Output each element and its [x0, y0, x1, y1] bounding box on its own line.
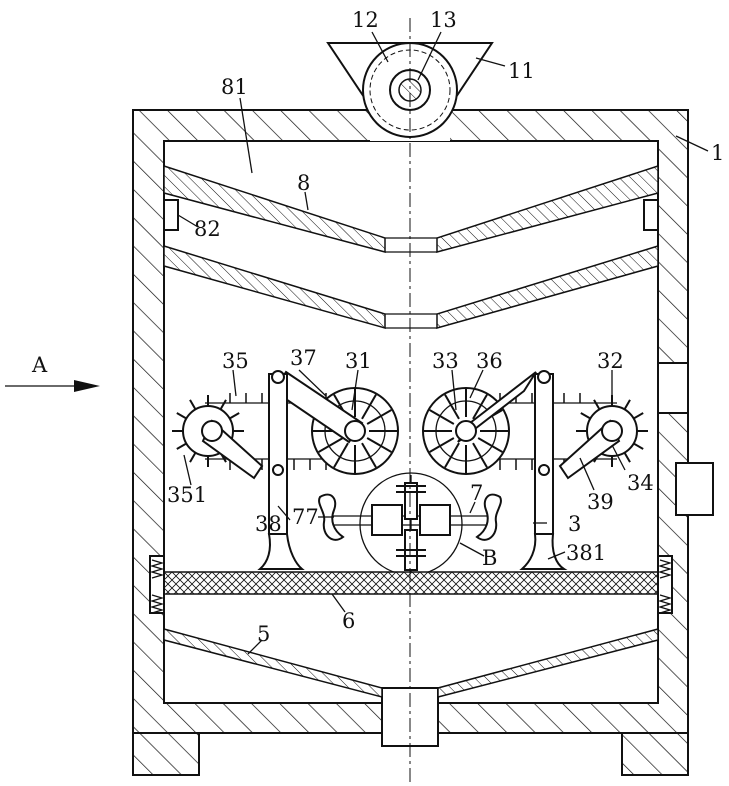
roller-tooth [634, 444, 644, 450]
roller-tooth [190, 400, 196, 410]
roller-tooth [177, 413, 187, 419]
collection-plate-5 [164, 629, 382, 697]
vertical-rod-3 [535, 374, 553, 534]
label-32: 32 [597, 349, 624, 373]
label-7: 7 [470, 481, 483, 505]
label-12: 12 [352, 8, 379, 32]
label-77: 77 [292, 505, 319, 529]
side-slot-right [644, 200, 658, 230]
label-8: 8 [297, 171, 310, 195]
label-39: 39 [587, 490, 614, 514]
label-34: 34 [627, 471, 654, 495]
label-81: 81 [221, 75, 248, 99]
label-3: 3 [568, 512, 581, 536]
roller-tooth [177, 444, 187, 450]
guide-plate-lower-left [164, 246, 385, 328]
label-5: 5 [257, 622, 270, 646]
label-38: 38 [255, 512, 282, 536]
label-1: 1 [711, 141, 724, 165]
roller-tooth [594, 400, 600, 410]
screen-mesh-6 [164, 572, 658, 594]
label-33: 33 [432, 349, 459, 373]
label-82: 82 [194, 217, 221, 241]
mechanism-box-right [420, 505, 450, 535]
label-35: 35 [222, 349, 249, 373]
label-B: B [482, 546, 497, 570]
side-port-upper [658, 363, 688, 413]
label-11: 11 [508, 59, 535, 83]
right-foot [622, 733, 688, 775]
roller-tooth [625, 400, 631, 410]
label-381: 381 [566, 541, 606, 565]
mechanism-box-left [372, 505, 402, 535]
label-A: A [31, 353, 48, 377]
roller-tooth [190, 453, 196, 463]
vertical-rod-38 [269, 374, 287, 534]
side-port-lower [676, 463, 713, 515]
scraper-foot-left [260, 534, 302, 569]
side-slot-82 [164, 200, 178, 230]
roller-tooth [230, 413, 240, 419]
roller-tooth [625, 453, 631, 463]
roller-tooth [221, 400, 227, 410]
roller-tooth [581, 413, 591, 419]
label-351: 351 [167, 483, 207, 507]
label-31: 31 [345, 349, 372, 373]
scraper-foot-381 [522, 534, 564, 569]
label-36: 36 [476, 349, 503, 373]
roller-tooth [634, 413, 644, 419]
label-6: 6 [342, 609, 355, 633]
label-13: 13 [430, 8, 457, 32]
label-37: 37 [290, 346, 317, 370]
left-foot [133, 733, 199, 775]
guide-plate-upper-right [437, 166, 658, 252]
guide-plate-lower-right [437, 246, 658, 328]
